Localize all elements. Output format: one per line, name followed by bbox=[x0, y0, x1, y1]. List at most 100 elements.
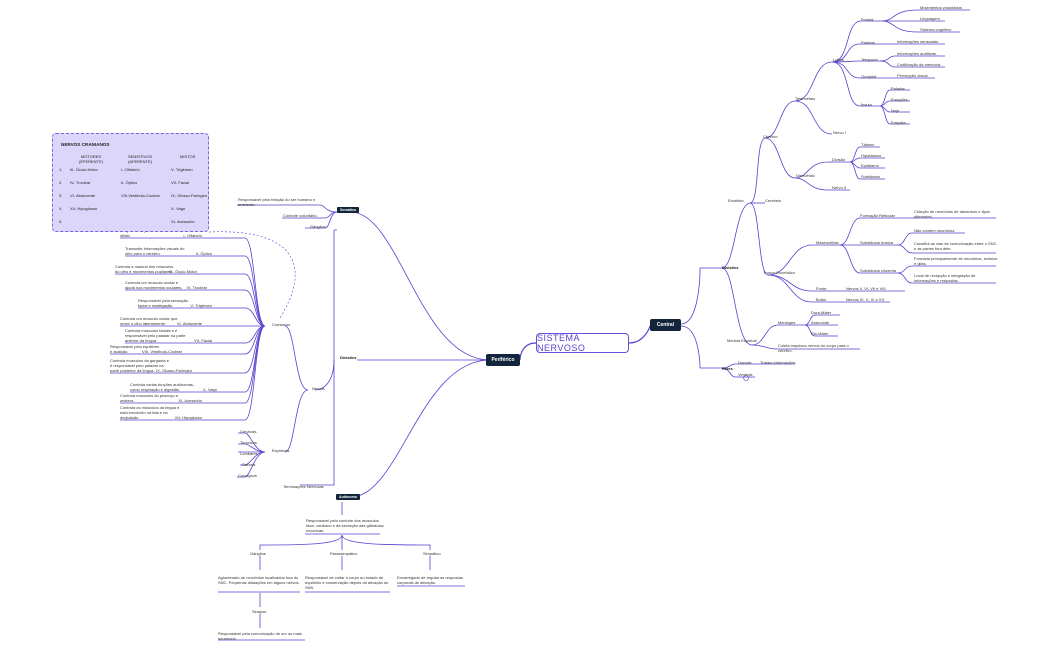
cranial-nerve-desc[interactable]: Controla um músculo ocular e ajuda nos m… bbox=[125, 279, 183, 290]
cranial-nerve-name[interactable]: I- Olfatório bbox=[183, 233, 202, 238]
diencefalo-item-1[interactable]: Tálamo bbox=[861, 142, 875, 147]
cranial-nerve-name[interactable]: VII- Facial bbox=[193, 338, 212, 343]
cranial-nerve-desc[interactable]: Responsável pela sensação facial e masti… bbox=[138, 297, 189, 308]
insula-node[interactable]: Ínsula bbox=[861, 102, 872, 107]
temporal-item-1[interactable]: Informações auditivas. bbox=[897, 51, 938, 56]
branca-desc-1[interactable]: Não contem neurônios. bbox=[914, 228, 956, 233]
telencefalo-node[interactable]: Telencéfalo bbox=[795, 96, 816, 101]
central-hub[interactable]: Central bbox=[650, 319, 681, 331]
sinapse-node[interactable]: Sinapse bbox=[252, 609, 267, 614]
autonomo-desc[interactable]: Responsável pelo controle dos músculos l… bbox=[306, 518, 384, 533]
ponte-desc[interactable]: Nervos V, VI, VII e VIII bbox=[846, 286, 886, 291]
branca-desc-2[interactable]: Constitui as vias de comunicação entre o… bbox=[914, 241, 997, 251]
bulbo-desc[interactable]: Nervos IX, X, XI e XII bbox=[846, 297, 884, 302]
diencefalo-item-4[interactable]: Subtálamo bbox=[861, 174, 881, 179]
cranial-nerve-desc[interactable]: Controla a maioria dos músculos do olho … bbox=[115, 263, 174, 274]
mesencefalo-node[interactable]: Mesencéfalo bbox=[816, 240, 839, 245]
nervo-1[interactable]: Nervo I bbox=[833, 130, 846, 135]
ganglios-top[interactable]: Gânglios bbox=[310, 224, 326, 229]
controle-voluntario[interactable]: Controle voluntário. bbox=[283, 213, 318, 218]
diencefalo-node[interactable]: Diencéfalo bbox=[796, 173, 815, 178]
tronco-node[interactable]: Tronco Encefálico bbox=[763, 270, 795, 275]
nervos-node[interactable]: Nervos bbox=[312, 386, 325, 391]
cinzenta-desc-2[interactable]: Local de recepção e integração de inform… bbox=[914, 273, 976, 283]
meninges-item-1[interactable]: Dura-Máter bbox=[811, 310, 832, 315]
cerebro-node[interactable]: Cérebro bbox=[763, 134, 778, 139]
cerebelo-node[interactable]: Cerebelo bbox=[765, 198, 782, 203]
cranial-nerve-desc[interactable]: Controla várias funções autônomas, como … bbox=[130, 381, 195, 392]
bulbo-node[interactable]: Bulbo bbox=[816, 297, 827, 302]
divisao-node[interactable]: Divisão bbox=[832, 157, 846, 162]
occipital-node[interactable]: Occipital bbox=[861, 74, 877, 79]
encefalo-node[interactable]: Encéfalo bbox=[728, 198, 744, 203]
cinzenta-node[interactable]: Substância cinzenta bbox=[860, 268, 896, 273]
espinhais-item-5[interactable]: Coccígeos bbox=[238, 473, 257, 478]
cranial-nerve-desc[interactable]: Controla músculos da garganta e é respon… bbox=[110, 357, 169, 373]
espinhais-node[interactable]: Espinhais bbox=[272, 448, 290, 453]
cranial-nerve-name[interactable]: XII- Hipoglosso bbox=[174, 415, 202, 420]
formacao-node[interactable]: Formação Reticular bbox=[860, 213, 895, 218]
diencefalo-item-3[interactable]: Epitálamo bbox=[861, 163, 879, 168]
cranial-nerve-name[interactable]: II- Óptico bbox=[195, 251, 212, 256]
cranial-nerve-name[interactable]: XI- Acessório bbox=[178, 398, 202, 403]
temporal-node[interactable]: Temporal bbox=[861, 57, 878, 62]
frontal-item-1[interactable]: Movimentos voluntários bbox=[920, 5, 963, 10]
espinhais-item-3[interactable]: Lombares bbox=[240, 451, 258, 456]
insula-item-1[interactable]: Paladar bbox=[891, 86, 905, 91]
cranial-nerve-name[interactable]: VIII- Vestíbulo-Coclear bbox=[141, 349, 182, 354]
parassimpatico-node[interactable]: Parassimpático bbox=[330, 551, 358, 556]
sinapse-desc[interactable]: Responsável pela comunicação de um ou ma… bbox=[218, 631, 302, 641]
cranial-nerve-desc[interactable]: Controla os músculos da língua e está en… bbox=[120, 404, 180, 420]
branca-node[interactable]: Substância branca bbox=[860, 240, 894, 245]
cranial-nerve-desc[interactable]: Controla músculos do pescoço e ombros. bbox=[120, 392, 179, 403]
espinhais-item-4[interactable]: Sacrais bbox=[242, 462, 256, 467]
cranial-nerve-desc[interactable]: Controla um músculo ocular que move o ol… bbox=[120, 315, 178, 326]
reles-node[interactable]: Relés bbox=[722, 366, 733, 371]
insula-item-2[interactable]: Emoções bbox=[891, 97, 908, 102]
cranial-nerve-name[interactable]: VI- Abducente bbox=[176, 321, 202, 326]
nervo-2[interactable]: Nervo II bbox=[832, 185, 847, 190]
cranial-nerve-desc[interactable]: Responsável pelo equilíbrio e audição. bbox=[110, 343, 160, 354]
insula-item-4[interactable]: Empatia bbox=[891, 120, 906, 125]
insula-item-3[interactable]: Nojo bbox=[891, 108, 900, 113]
simpatico-node[interactable]: Simpático bbox=[423, 551, 441, 556]
parassimpatico-desc[interactable]: Responsável de voltar o corpo ao estado … bbox=[305, 575, 389, 590]
parietal-node[interactable]: Parietal bbox=[861, 40, 875, 45]
frontal-item-2[interactable]: Linguagem bbox=[920, 16, 940, 21]
parietal-item[interactable]: Informações sensoriais. bbox=[897, 39, 940, 44]
ventrais-node[interactable]: Ventrais bbox=[738, 372, 753, 377]
medula-desc[interactable]: Coleta impulsos nervos do corpo para o c… bbox=[778, 343, 849, 353]
periferico-hub[interactable]: Periférico bbox=[486, 354, 520, 366]
dorsais-desc[interactable]: Tratam informações. bbox=[760, 360, 797, 365]
meninges-item-3[interactable]: Pia-Máter bbox=[811, 331, 829, 336]
cranial-nerve-name[interactable]: III- Óculo-Motor bbox=[169, 269, 197, 274]
cranial-nerve-name[interactable]: X- Vago bbox=[202, 387, 217, 392]
diencefalo-item-2[interactable]: Hipotálamo bbox=[861, 153, 882, 158]
ganglios-node[interactable]: Gânglios bbox=[250, 551, 266, 556]
medula-node[interactable]: Medula Espinhal bbox=[727, 338, 757, 343]
root-node[interactable]: SISTEMA NERVOSO bbox=[536, 333, 629, 353]
meninges-item-2[interactable]: Aracnóide bbox=[811, 320, 830, 325]
meninges-node[interactable]: Meninges bbox=[778, 320, 796, 325]
frontal-item-3[interactable]: Sistema cognitivo bbox=[920, 27, 952, 32]
ponte-node[interactable]: Ponte bbox=[816, 286, 827, 291]
cranial-nerve-name[interactable]: V- Trigêmeo bbox=[190, 303, 212, 308]
dorsais-node[interactable]: Dorsais bbox=[738, 360, 752, 365]
lobos-node[interactable]: Lobos bbox=[833, 57, 844, 62]
periferico-divisoes[interactable]: Divisões bbox=[340, 355, 357, 360]
simpatico-desc[interactable]: Encarregado de regular as respostas corp… bbox=[397, 575, 463, 585]
cranianos-node[interactable]: Cranianos bbox=[272, 322, 291, 327]
central-divisoes[interactable]: Divisões bbox=[722, 265, 739, 270]
cranial-nerve-name[interactable]: IV- Troclear bbox=[186, 285, 207, 290]
espinhais-item-1[interactable]: Cervicais bbox=[240, 429, 257, 434]
ganglios-desc[interactable]: Aglomerado de neurônios localizados fora… bbox=[218, 575, 300, 585]
occipital-item[interactable]: Percepção visual. bbox=[897, 73, 929, 78]
cranial-nerve-desc[interactable]: Transmite informações visuais do olho pa… bbox=[125, 245, 185, 256]
formacao-desc[interactable]: Coleção de neurônios de tamanhos e tipos… bbox=[914, 209, 991, 219]
cranial-nerve-desc[interactable]: Controla músculos faciais e é responsáve… bbox=[125, 327, 186, 343]
somatico-tag[interactable]: Somático bbox=[337, 207, 360, 213]
autonomo-tag[interactable]: Autônomo bbox=[336, 494, 360, 500]
cranial-nerve-name[interactable]: IX- Glosso-Faríngeo bbox=[155, 368, 192, 373]
somatico-desc[interactable]: Responsável pela relação do ser humano e… bbox=[238, 197, 316, 207]
cinzenta-desc-1[interactable]: Formada principalmente de neurônios, axô… bbox=[914, 256, 998, 266]
